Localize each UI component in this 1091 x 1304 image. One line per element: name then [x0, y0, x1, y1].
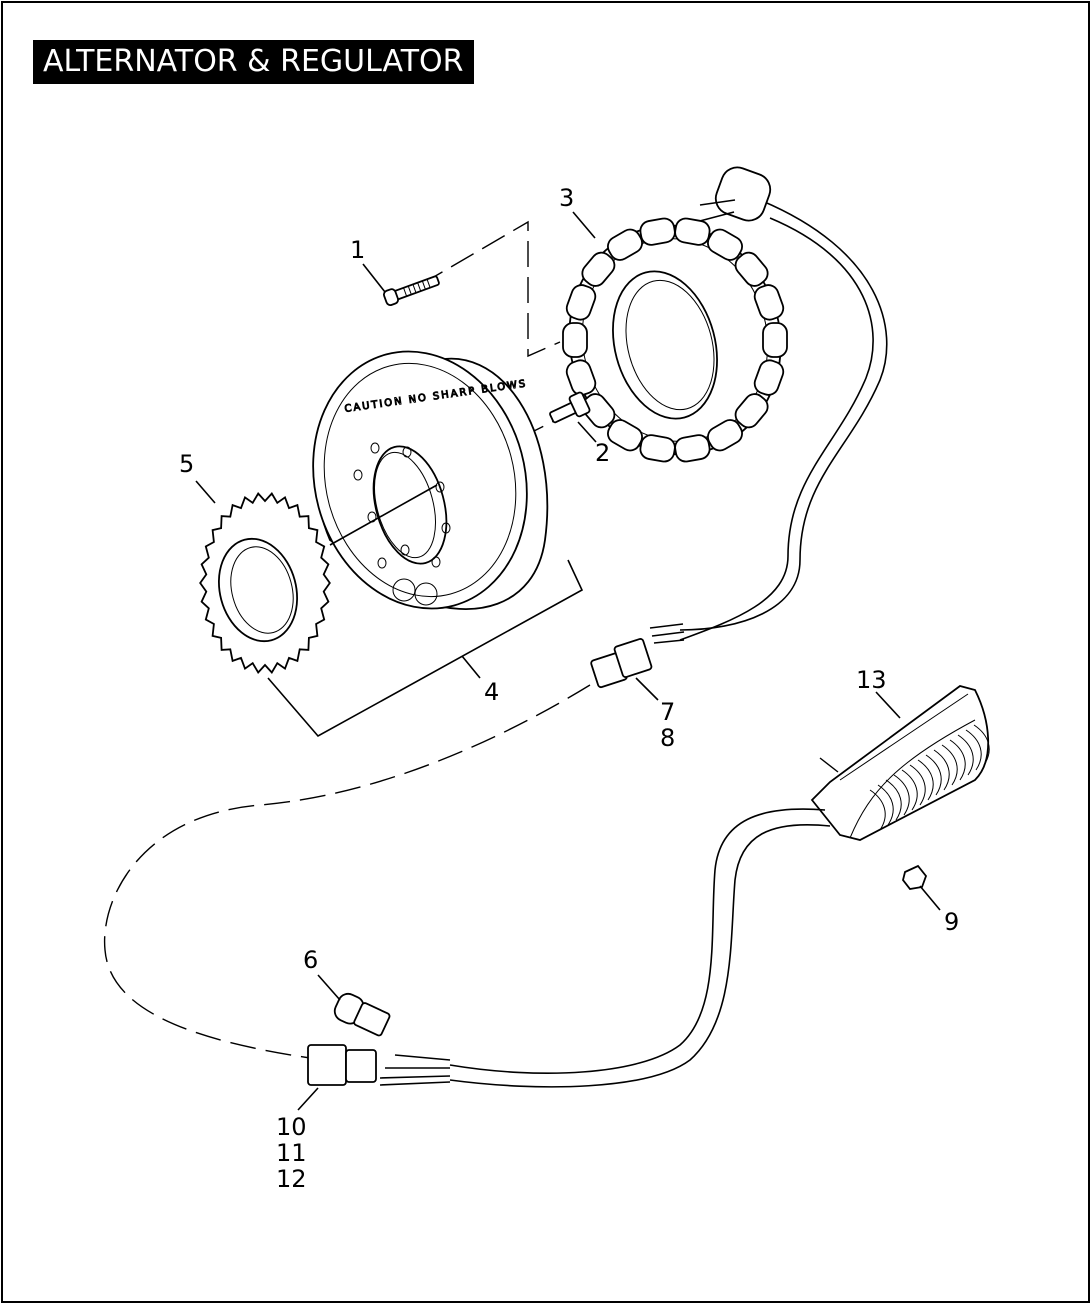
callout-12: 12 [276, 1165, 307, 1193]
regulator-fin [941, 744, 958, 786]
regulator-fin [925, 754, 942, 796]
regulator-fin [901, 769, 918, 811]
callout-11: 11 [276, 1139, 307, 1167]
stator-coil [607, 419, 643, 452]
regulator-fin [869, 789, 886, 831]
stator-coil [734, 251, 769, 287]
regulator-fin [877, 784, 894, 826]
voltage-regulator [810, 685, 990, 841]
sprocket [199, 491, 331, 675]
stator-coil [639, 434, 676, 463]
leader-lines [195, 211, 941, 1111]
harness-dashed-route [103, 684, 591, 1059]
stator-coil [753, 359, 785, 396]
stator-coil [707, 419, 743, 452]
stator-coil [734, 393, 769, 429]
stator-coil [762, 322, 788, 358]
regulator-fin [885, 779, 902, 821]
rotor: CAUTION NO SHARP BLOWS [312, 350, 549, 610]
callout-9: 9 [944, 908, 959, 936]
nut-9 [902, 864, 928, 890]
stator-coil [753, 284, 785, 321]
screw-2 [549, 391, 591, 424]
callout-1: 1 [350, 236, 365, 264]
regulator-fin [957, 734, 974, 776]
callout-13: 13 [856, 666, 887, 694]
callout-2: 2 [595, 439, 610, 467]
stator [562, 217, 788, 463]
callout-4: 4 [484, 678, 499, 706]
connector-7-8 [590, 638, 653, 689]
stator-coil [674, 434, 711, 463]
callout-6: 6 [303, 946, 318, 974]
callout-3: 3 [559, 184, 574, 212]
regulator-cable [379, 808, 831, 1088]
stator-cable [649, 166, 888, 644]
diagram-title: ALTERNATOR & REGULATOR [33, 40, 474, 84]
stator-coil [581, 251, 616, 287]
regulator-fin [933, 749, 950, 791]
connector-10-12 [307, 1044, 377, 1086]
stator-coil [581, 393, 616, 429]
callout-bracket-4 [267, 559, 584, 738]
regulator-fin [909, 764, 926, 806]
regulator-fin [917, 759, 934, 801]
callout-10: 10 [276, 1113, 307, 1141]
alignment-line-bolt [419, 220, 561, 358]
connector-6 [333, 992, 391, 1037]
stator-coil [565, 359, 597, 396]
callout-8: 8 [660, 724, 675, 752]
stator-coil [565, 284, 597, 321]
stator-coil [639, 217, 676, 246]
regulator-fin [973, 724, 990, 766]
stator-coil [607, 228, 643, 261]
regulator-fin [893, 774, 910, 816]
regulator-fin [965, 729, 982, 771]
callout-5: 5 [179, 450, 194, 478]
regulator-fin [949, 739, 966, 781]
callout-7: 7 [660, 698, 675, 726]
callouts: 1 2 3 4 5 6 7 8 9 10 11 12 13 [179, 184, 959, 1193]
stator-coil [707, 228, 743, 261]
stator-coil [674, 217, 711, 246]
stator-coil [562, 322, 588, 358]
bolt-1 [383, 275, 440, 307]
